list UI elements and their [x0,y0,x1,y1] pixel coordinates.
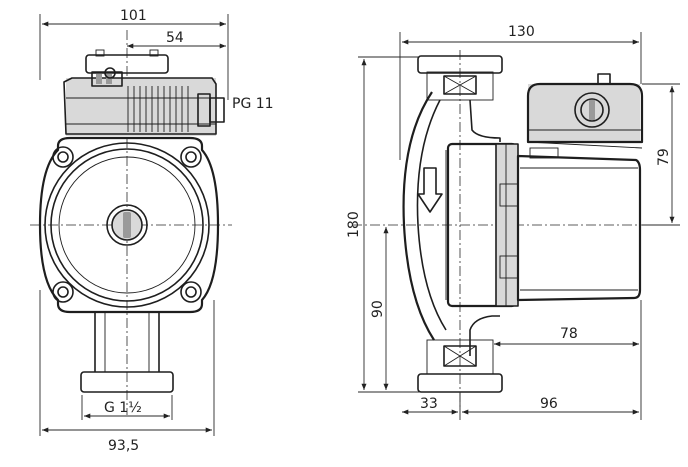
flow-direction-arrow [417,167,443,213]
side-motor [446,142,642,308]
pump-housing [402,91,501,356]
dim-33: 33 [420,396,438,412]
dim-78: 78 [560,326,578,342]
dim-96: 96 [540,396,558,412]
dim-79: 79 [656,148,672,166]
side-dimensions: 130 180 90 79 78 33 96 [346,24,680,420]
dim-101: 101 [120,8,147,24]
front-top-flange [85,54,169,74]
dim-g-thread: G 1½ [104,400,142,416]
terminal-box [63,67,217,136]
dim-180: 180 [346,211,362,238]
dim-54: 54 [166,30,184,46]
cable-gland [197,93,225,127]
dim-130: 130 [508,24,535,40]
motor-housing [38,136,220,314]
front-bottom-flange [80,371,174,393]
side-top-flange [417,55,503,101]
front-view [30,30,232,415]
dim-90: 90 [370,300,386,318]
side-view [352,50,650,410]
dim-93-5: 93,5 [108,438,139,454]
mounting-bolts [52,146,202,303]
front-dimensions: 101 54 PG 11 G 1½ 93,5 [39,8,274,454]
dim-pg11: PG 11 [232,96,274,112]
side-terminal-box [526,73,644,159]
